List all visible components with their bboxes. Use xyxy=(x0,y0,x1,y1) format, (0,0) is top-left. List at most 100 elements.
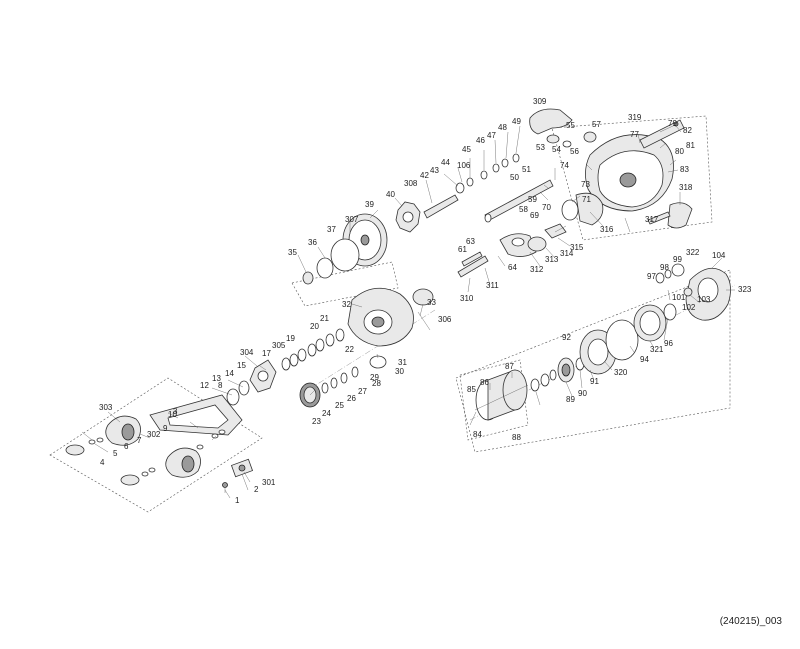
small-bearings-top xyxy=(455,153,520,194)
part-label: 69 xyxy=(530,211,539,220)
part-label: 101 xyxy=(672,293,686,302)
part-label: 106 xyxy=(457,161,471,170)
side-plate-323 xyxy=(685,267,731,321)
part-label: 51 xyxy=(522,165,531,174)
part-label: 63 xyxy=(466,237,475,246)
part-label: 98 xyxy=(660,263,669,272)
part-label: 54 xyxy=(552,145,561,154)
part-label: 83 xyxy=(680,165,689,174)
part-label: 85 xyxy=(467,385,476,394)
part-label: 42 xyxy=(420,171,429,180)
part-label: 14 xyxy=(225,369,234,378)
part-label: 24 xyxy=(322,409,331,418)
spool-assembly-box xyxy=(455,269,731,453)
bracket-318 xyxy=(667,202,693,229)
part-label: 308 xyxy=(404,179,418,188)
part-label: 313 xyxy=(545,255,559,264)
part-label: 26 xyxy=(347,394,356,403)
part-label: 96 xyxy=(664,339,673,348)
part-label: 57 xyxy=(592,120,601,129)
part-label: 32 xyxy=(342,300,351,309)
part-label: 307 xyxy=(345,215,359,224)
handle-knob-upper xyxy=(105,415,141,446)
part-label: 21 xyxy=(320,314,329,323)
part-label: 39 xyxy=(365,200,374,209)
part-label: 305 xyxy=(272,341,286,350)
part-label: 73 xyxy=(581,180,590,189)
part-label: 12 xyxy=(200,381,209,390)
part-label: 3 xyxy=(173,407,178,416)
part-label: 46 xyxy=(476,136,485,145)
part-label: 15 xyxy=(237,361,246,370)
part-label: 90 xyxy=(578,389,587,398)
part-label: 306 xyxy=(438,315,452,324)
part-label: 56 xyxy=(570,147,579,156)
clip-ring-31 xyxy=(369,355,387,369)
part-label: 319 xyxy=(628,113,642,122)
part-label: 8 xyxy=(218,381,223,390)
part-label: 77 xyxy=(630,130,639,139)
part-label: 99 xyxy=(673,255,682,264)
part-label: 311 xyxy=(486,281,499,290)
part-label: 84 xyxy=(473,430,482,439)
part-label: 2 xyxy=(254,485,259,494)
drag-washer-36 xyxy=(316,257,334,279)
drag-washers-left xyxy=(226,328,345,406)
level-wind-guide xyxy=(499,233,537,257)
part-label: 71 xyxy=(582,195,591,204)
handle-assembly-box xyxy=(49,377,263,513)
clutch-lever-55-57 xyxy=(546,131,597,148)
part-label: 4 xyxy=(100,458,105,467)
part-label: 58 xyxy=(519,205,528,214)
part-label: 22 xyxy=(345,345,354,354)
part-label: 87 xyxy=(505,362,514,371)
leader-lines xyxy=(81,125,735,499)
part-label: 36 xyxy=(308,238,317,247)
part-label: 97 xyxy=(647,272,656,281)
part-label: 19 xyxy=(286,334,295,343)
part-label: 322 xyxy=(686,248,700,257)
gear-assembly-box xyxy=(291,261,399,307)
part-label: 102 xyxy=(682,303,696,312)
frame-rail-77 xyxy=(639,119,685,149)
part-label: 37 xyxy=(327,225,336,234)
part-label: 94 xyxy=(640,355,649,364)
part-label: 31 xyxy=(398,358,407,367)
handle-knob-lower xyxy=(165,447,201,478)
part-label: 64 xyxy=(508,263,517,272)
part-label: 309 xyxy=(533,97,547,106)
cover-321 xyxy=(633,304,667,342)
part-label: 323 xyxy=(738,285,752,294)
part-label: 304 xyxy=(240,348,254,357)
part-label: 314 xyxy=(560,249,574,258)
part-label: 315 xyxy=(570,243,584,252)
part-label: 49 xyxy=(512,117,521,126)
drive-shaft-308 xyxy=(423,194,459,219)
level-wind-pins xyxy=(457,251,489,278)
knob-cap-4-lower xyxy=(120,474,140,486)
spool-bearings-26-27 xyxy=(530,369,557,392)
part-label: 50 xyxy=(510,173,519,182)
diagram-code: (240215)_003 xyxy=(719,616,782,627)
part-label: 81 xyxy=(686,141,695,150)
part-label: 74 xyxy=(560,161,569,170)
handle-arm xyxy=(149,394,243,436)
spool-88-box xyxy=(459,359,529,441)
part-label: 40 xyxy=(386,190,395,199)
clip-96 xyxy=(663,303,677,321)
part-label: 25 xyxy=(335,401,344,410)
part-label: 92 xyxy=(562,333,571,342)
part-label: 61 xyxy=(458,245,467,254)
part-label: 33 xyxy=(427,298,436,307)
star-drag xyxy=(249,359,277,393)
part-label: 23 xyxy=(312,417,321,426)
clutch-cam-parts xyxy=(527,199,579,252)
o-ring-94 xyxy=(605,319,639,361)
bearing-35 xyxy=(302,271,314,285)
part-label: 317 xyxy=(645,215,659,224)
part-label: 89 xyxy=(566,395,575,404)
part-label: 7 xyxy=(137,436,142,445)
part-label: 79 xyxy=(668,119,677,128)
drive-gear-40 xyxy=(395,201,421,233)
part-label: 301 xyxy=(262,478,276,487)
